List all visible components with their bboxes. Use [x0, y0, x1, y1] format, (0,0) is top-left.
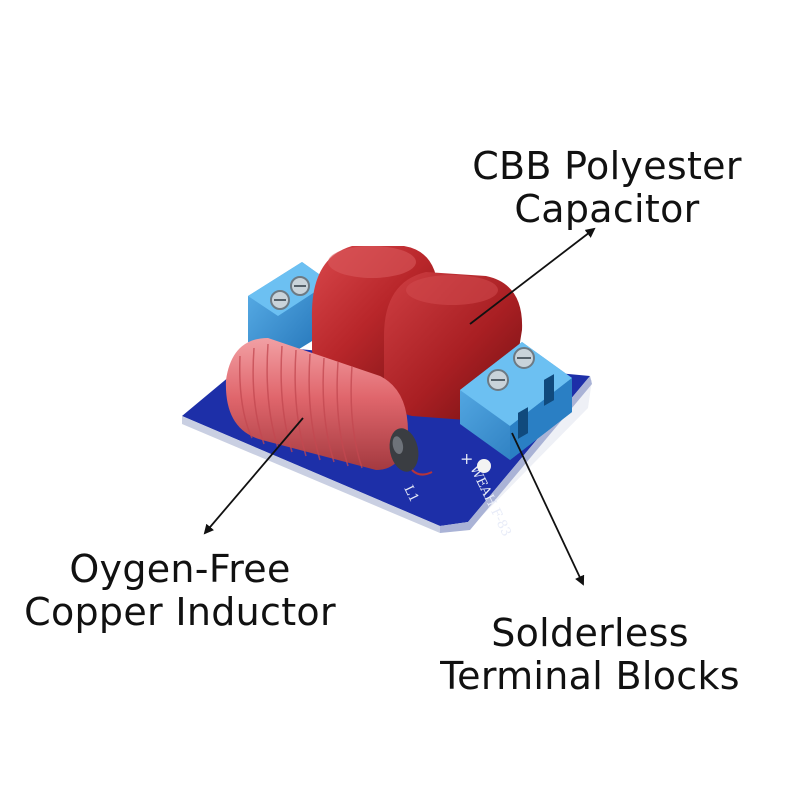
callout-capacitor-line1: CBB Polyester	[472, 144, 742, 188]
wire-slot	[544, 374, 554, 406]
terminal-block-left	[248, 262, 330, 362]
wire-slot	[518, 407, 528, 439]
copper-inductor	[225, 338, 433, 476]
callout-capacitor-line2: Capacitor	[514, 187, 700, 231]
callout-capacitor: CBB Polyester Capacitor	[452, 145, 762, 231]
capacitor-arrow	[469, 227, 596, 325]
callout-terminal: Solderless Terminal Blocks	[430, 612, 750, 698]
callout-inductor: Oygen-Free Copper Inductor	[20, 548, 340, 634]
callout-terminal-line1: Solderless	[491, 611, 689, 655]
pcb-inductor-ref-marking: L1	[400, 483, 421, 505]
mounting-hole	[477, 459, 491, 473]
callout-inductor-line2: Copper Inductor	[24, 590, 336, 634]
inductor-arrow	[203, 417, 304, 535]
callout-terminal-line2: Terminal Blocks	[440, 654, 740, 698]
callout-inductor-line1: Oygen-Free	[69, 547, 291, 591]
terminal-block-right	[460, 342, 572, 460]
terminal-arrow	[511, 432, 585, 586]
pcb-polarity-marking: +	[460, 449, 473, 468]
